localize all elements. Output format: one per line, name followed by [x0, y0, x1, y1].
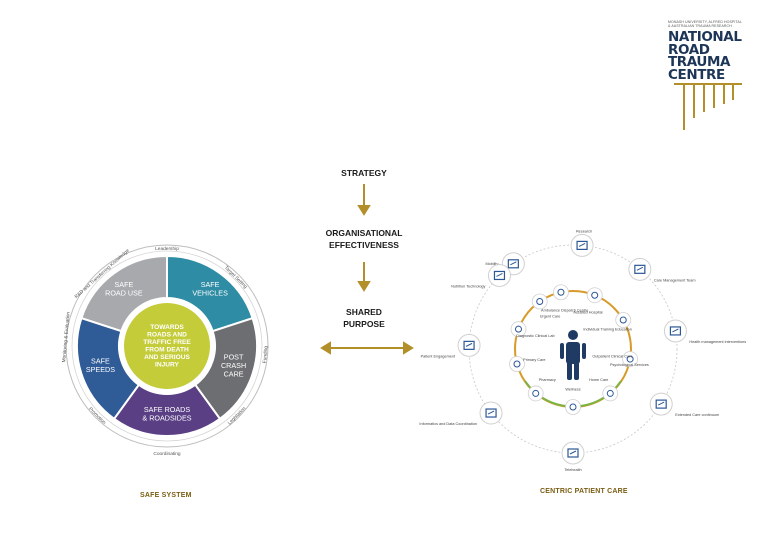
inner-label-3: Outpatient Clinical Care	[592, 354, 632, 358]
screen-icon: Telehealth	[561, 441, 585, 472]
safe-system-caption: SAFE SYSTEM	[140, 492, 192, 499]
stethoscope-icon: Primary Care	[509, 356, 546, 372]
inner-label-1: Assisted Hospital	[573, 310, 602, 314]
doc-icon: Nutrition Technology	[451, 263, 511, 288]
down-arrow-2	[357, 281, 371, 292]
org-line-2: EFFECTIVENESS	[329, 240, 399, 250]
patient-care-caption: CENTRIC PATIENT CARE	[540, 488, 628, 495]
inner-label-5: Wellness	[565, 388, 580, 392]
ambulance-icon: Assisted Hospital	[573, 287, 603, 314]
patient-icon: Patient Engagement	[421, 333, 481, 358]
pill-icon: Pharmacy	[527, 378, 556, 402]
logo-title-line-2: ROAD	[668, 41, 710, 58]
org-line-1: ORGANISATIONAL	[325, 228, 403, 238]
outer-label-1: Research	[576, 229, 592, 233]
logo-small-line-1: MONASH UNIVERSITY, ALFRED HOSPITAL	[668, 20, 742, 24]
inner-label-8: Diagnostic Clinical Lab	[516, 334, 554, 338]
right-arrow-head	[403, 341, 414, 355]
ring-label-leadership_top: Leadership	[155, 246, 179, 252]
outer-label-3: Health management interventions	[689, 340, 746, 344]
strategy-label: STRATEGY	[341, 168, 387, 178]
down-arrow-1	[357, 205, 371, 216]
inner-label-7: Primary Care	[523, 358, 545, 362]
grid-icon: Health management interventions	[663, 319, 746, 344]
heart-icon: Wellness	[565, 388, 581, 415]
logo-title-line-4: CENTRE	[668, 66, 725, 83]
wheelchair-icon: Outpatient Clinical Care	[592, 351, 639, 367]
people-icon: Care Management Team	[628, 257, 696, 282]
home-icon: Home Care	[589, 378, 619, 402]
outer-label-8: Nutrition Technology	[451, 284, 485, 288]
bed-icon: Individual Training Education	[583, 312, 632, 332]
logo-title-line-3: TRAUMA	[668, 54, 731, 70]
inner-label-4: Home Care	[589, 378, 608, 382]
shared-purpose-label: SHARED PURPOSE	[289, 306, 439, 330]
center-circle	[124, 303, 210, 389]
org-effectiveness-label: ORGANISATIONAL EFFECTIVENESS	[289, 227, 439, 251]
psychological-services-text: Psychological Services	[610, 363, 649, 367]
bar-chart-icon: Informatics and Data Coordination	[419, 401, 503, 426]
urgent-icon: Urgent Care	[531, 293, 561, 319]
outer-label-5: Telehealth	[564, 468, 581, 472]
ring-label-funding: Funding	[262, 345, 270, 363]
pulse-icon: Ambulance Dispatch Centre	[541, 284, 588, 312]
logo-title-line-1: NATIONAL	[668, 29, 742, 45]
inner-label-0: Ambulance Dispatch Centre	[541, 308, 588, 312]
ring-label-coordinating: Coordinating	[153, 451, 181, 457]
ring-label-monitoring: Monitoring & Evaluation	[61, 311, 71, 362]
outer-label-7: Patient Engagement	[421, 354, 456, 358]
logo-small-line-2: & AUSTRALIAN TRAUMA RESEARCH	[668, 24, 732, 28]
outer-label-0: Mobility	[485, 262, 498, 266]
nrtc-logo: MONASH UNIVERSITY, ALFRED HOSPITAL & AUS…	[668, 20, 758, 81]
inner-label-2: Individual Training Education	[583, 328, 632, 332]
inner-label-9: Urgent Care	[540, 315, 561, 319]
inner-label-6: Pharmacy	[539, 378, 556, 382]
outer-ring	[65, 244, 269, 448]
segment-label-3: SAFE ROADS& ROADSIDES	[142, 405, 191, 423]
monitor-chart-icon: Research	[570, 229, 594, 257]
shared-line-2: PURPOSE	[343, 319, 385, 329]
shared-line-1: SHARED	[346, 307, 382, 317]
outer-label-4: Extended Care continuum	[675, 413, 719, 417]
lab-icon: Diagnostic Clinical Lab	[510, 321, 555, 338]
outer-ring-inner	[71, 250, 263, 442]
outer-label-2: Care Management Team	[654, 278, 696, 282]
cycle-icon: Extended Care continuum	[649, 392, 719, 417]
patient-figure-icon	[560, 330, 586, 380]
left-arrow-head	[320, 341, 331, 355]
outer-label-6: Informatics and Data Coordination	[419, 422, 477, 426]
